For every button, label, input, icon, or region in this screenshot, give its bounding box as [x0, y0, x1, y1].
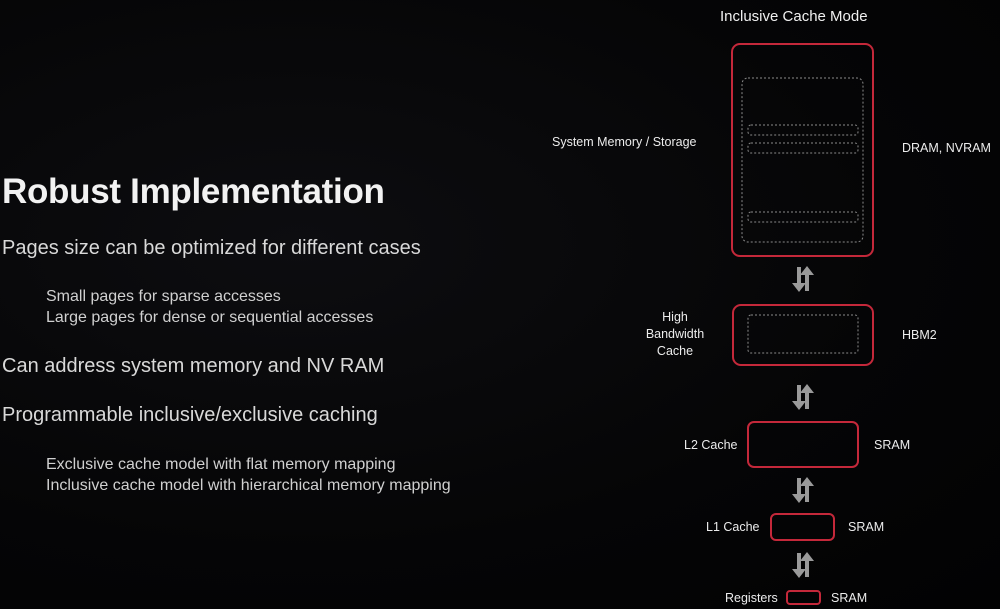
diagram-title: Inclusive Cache Mode: [720, 8, 868, 25]
label-l2-cache: L2 Cache: [684, 438, 738, 452]
label-dram-nvram: DRAM, NVRAM: [902, 141, 991, 155]
sub-bullet-exclusive-model: Exclusive cache model with flat memory m…: [46, 456, 396, 473]
bullet-address-memory: Can address system memory and NV RAM: [2, 355, 385, 377]
label-hbc-line-1: High: [662, 310, 688, 324]
system-memory-page-1: [747, 124, 859, 136]
label-registers-sram: SRAM: [831, 591, 868, 605]
slide-title: Robust Implementation: [2, 172, 385, 211]
hbc-box: [732, 304, 874, 366]
label-registers: Registers: [725, 591, 778, 605]
label-hbm2: HBM2: [902, 328, 937, 342]
sub-bullet-large-pages: Large pages for dense or sequential acce…: [46, 309, 374, 326]
bullet-programmable-caching: Programmable inclusive/exclusive caching: [2, 404, 378, 426]
hbc-inner-region: [747, 314, 859, 354]
bidirectional-arrows-icon: [792, 266, 814, 292]
label-l1-cache: L1 Cache: [706, 520, 760, 534]
system-memory-box: [731, 43, 874, 257]
registers-box: [786, 590, 821, 605]
label-hbc-line-2: Bandwidth: [645, 327, 705, 341]
bidirectional-arrows-icon: [792, 477, 814, 503]
sub-bullet-small-pages: Small pages for sparse accesses: [46, 288, 281, 305]
bidirectional-arrows-icon: [792, 384, 814, 410]
label-l2-sram: SRAM: [874, 438, 911, 452]
label-l1-sram: SRAM: [848, 520, 885, 534]
bullet-page-size: Pages size can be optimized for differen…: [2, 237, 421, 259]
l2-cache-box: [747, 421, 859, 468]
bidirectional-arrows-icon: [792, 552, 814, 578]
system-memory-page-3: [747, 211, 859, 223]
l1-cache-box: [770, 513, 835, 541]
system-memory-page-2: [747, 142, 859, 154]
label-system-memory: System Memory / Storage: [552, 135, 697, 149]
label-high-bandwidth-cache: High Bandwidth Cache: [635, 309, 715, 360]
sub-bullet-inclusive-model: Inclusive cache model with hierarchical …: [46, 477, 451, 494]
label-hbc-line-3: Cache: [656, 344, 694, 358]
system-memory-inner-region: [741, 77, 864, 243]
